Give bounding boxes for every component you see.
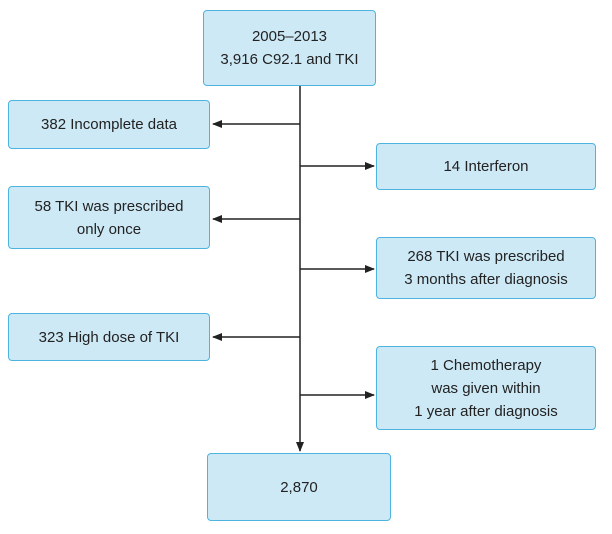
- box-high-dose-label: 323 High dose of TKI: [38, 328, 180, 346]
- box-incomplete-data: 382 Incomplete data: [8, 100, 210, 149]
- box-chemotherapy-label: 1 Chemotherapy was given within 1 year a…: [414, 356, 558, 420]
- box-incomplete-data-label: 382 Incomplete data: [41, 116, 177, 133]
- box-tki-three-months-label: 268 TKI was prescribed 3 months after di…: [404, 248, 568, 288]
- box-final-cohort: 2,870: [207, 453, 391, 521]
- box-tki-once: 58 TKI was prescribed only once: [8, 186, 210, 249]
- box-tki-once-label: 58 TKI was prescribed only once: [34, 197, 184, 238]
- box-interferon-label: 14 Interferon: [443, 158, 529, 175]
- box-initial-cohort-label: 2005–2013 3,916 C92.1 and TKI: [220, 28, 359, 68]
- box-high-dose: 323 High dose of TKI: [8, 313, 210, 361]
- box-initial-cohort: 2005–2013 3,916 C92.1 and TKI: [203, 10, 376, 86]
- box-tki-three-months: 268 TKI was prescribed 3 months after di…: [376, 237, 596, 299]
- box-chemotherapy: 1 Chemotherapy was given within 1 year a…: [376, 346, 596, 430]
- box-final-cohort-label: 2,870: [280, 478, 318, 496]
- box-interferon: 14 Interferon: [376, 143, 596, 190]
